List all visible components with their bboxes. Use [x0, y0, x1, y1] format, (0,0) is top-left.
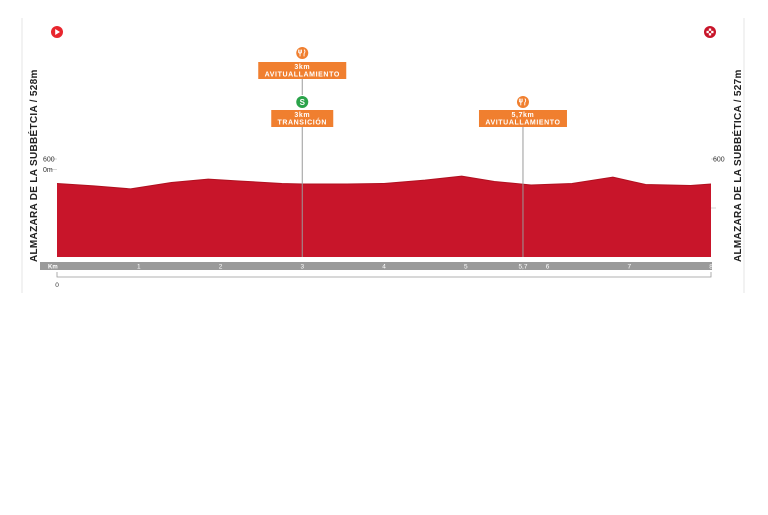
- markers-layer: 3kmAVITUALLAMIENTOS3kmTRANSICIÓN5,7kmAVI…: [258, 47, 567, 257]
- marker-name-label: TRANSICIÓN: [277, 118, 327, 127]
- km-axis-bar: [40, 262, 712, 270]
- x-tick-label: 7: [627, 264, 631, 271]
- x-tick-label: 4: [382, 264, 386, 271]
- x-tick-label: 5: [464, 264, 468, 271]
- x-tick-label: 6: [546, 264, 550, 271]
- x-tick-label: 1: [137, 264, 141, 271]
- marker-callout-box: [478, 110, 567, 127]
- marker-distance-label: 5,7km: [512, 112, 535, 119]
- marker-callout-box: [271, 110, 334, 127]
- elevation-line: [56, 175, 712, 190]
- marker-name-label: AVITUALLAMIENTO: [265, 72, 340, 79]
- x-tick-label: 5,7: [518, 264, 527, 271]
- x-axis-ticks: 0 1 2 3 4 5 5,7 6 7 8: [55, 264, 713, 290]
- transition-icon: S: [296, 96, 309, 108]
- x-tick-label: 8: [709, 264, 713, 271]
- x-tick-label: 3: [300, 264, 304, 271]
- feed-icon: [516, 96, 529, 108]
- finish-flag-icon: [704, 26, 716, 38]
- x-tick-label: 0: [55, 282, 59, 289]
- marker-name-label: AVITUALLAMIENTO: [485, 120, 560, 127]
- y-tick-label: 600: [713, 157, 725, 164]
- svg-text:S: S: [300, 98, 306, 107]
- profile-layer: [56, 175, 712, 257]
- y-tick-label: 600: [43, 157, 55, 164]
- start-location-label: ALMAZARA DE LA SUBBÉTCIA / 528m: [27, 69, 40, 262]
- marker-distance-label: 3km: [294, 64, 310, 71]
- elevation-area: [57, 176, 711, 257]
- finish-location-label: ALMAZARA DE LA SUBBÉTICA / 527m: [731, 69, 744, 262]
- feed-icon: [296, 47, 309, 59]
- x-tick-label: 2: [219, 264, 223, 271]
- km-axis-unit-label: Km: [48, 265, 58, 271]
- marker-distance-label: 3km: [294, 112, 310, 119]
- distance-bracket: [56, 272, 712, 278]
- start-icon: [51, 26, 63, 38]
- y-axis-right: 600: [711, 157, 725, 209]
- marker-callout-box: [258, 62, 347, 79]
- y-tick-label: 0m: [43, 167, 53, 174]
